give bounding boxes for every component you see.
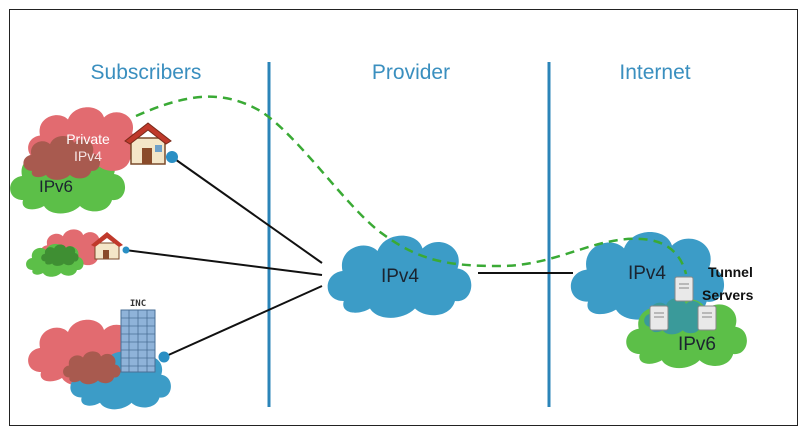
private-label-line2: IPv4	[74, 148, 102, 164]
subscriber-cloud-group-2	[26, 229, 106, 277]
provider-cloud-group: IPv4	[327, 235, 472, 318]
connection-dot-inc	[158, 351, 170, 363]
server-icon-2	[649, 305, 669, 331]
internet-ipv6-label: IPv6	[678, 334, 716, 355]
server-icon-3	[697, 305, 717, 331]
sub-ipv6-label: IPv6	[39, 177, 73, 196]
server-icon-1	[674, 276, 694, 302]
house-icon-1	[124, 122, 172, 165]
link-home1-provider	[171, 156, 323, 264]
house-icon-2	[91, 232, 123, 260]
internet-title: Internet	[619, 61, 690, 84]
office-building-icon: INC	[120, 299, 156, 373]
tunnel-servers-label-line1: Tunnel	[708, 264, 753, 280]
internet-cloud-group: IPv4 IPv6	[570, 231, 747, 369]
link-inc-provider	[163, 285, 323, 358]
link-home2-provider	[124, 249, 323, 276]
provider-ipv4-label: IPv4	[381, 266, 419, 287]
inc-label: INC	[130, 299, 146, 309]
subscriber-cloud-group-1: Private IPv4 IPv6	[10, 107, 144, 214]
internet-ipv4-label: IPv4	[628, 263, 666, 284]
private-label-line1: Private	[66, 131, 110, 147]
links	[124, 156, 573, 358]
ipv6-tunnel-path	[135, 95, 688, 275]
connection-dot-home2	[122, 246, 130, 254]
connection-dot-home1	[166, 151, 178, 163]
provider-title: Provider	[372, 61, 450, 84]
subscribers-title: Subscribers	[91, 61, 202, 84]
tunnel-servers-label-line2: Servers	[702, 287, 754, 303]
